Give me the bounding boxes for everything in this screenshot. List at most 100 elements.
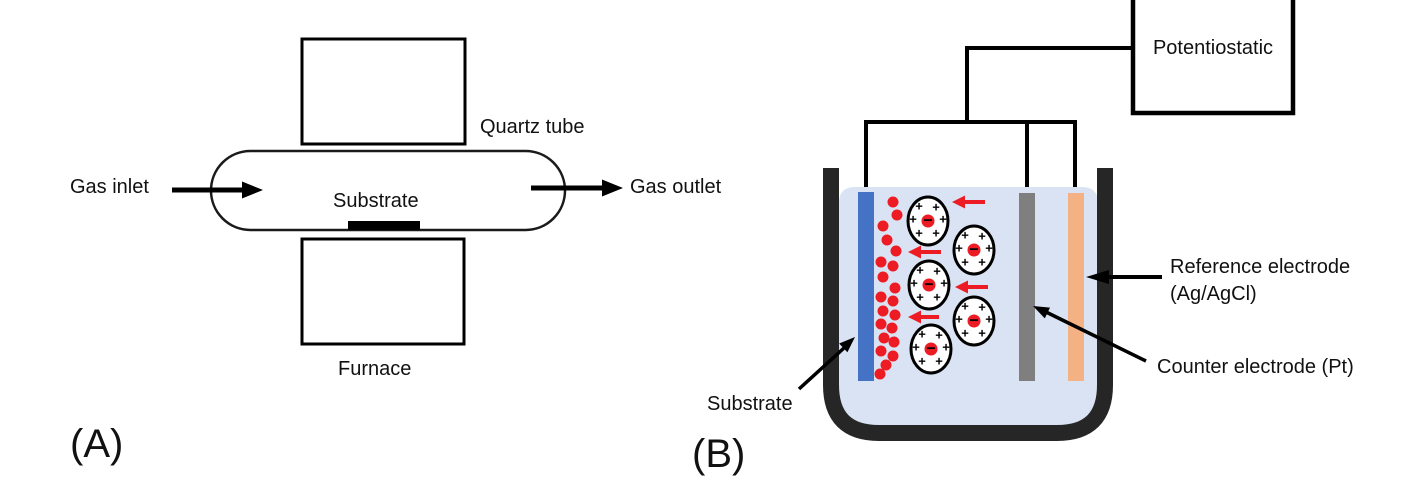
gas-inlet-label: Gas inlet [70,176,149,198]
deposit-particle [877,220,889,232]
plus-sign: + [910,276,918,291]
deposit-particle [887,350,899,362]
deposit-particle [880,359,892,371]
plus-sign: + [933,290,941,305]
plus-sign: + [961,326,969,341]
ion-migration-arrow [908,245,941,259]
deposit-particle [887,260,899,272]
arrow-head [952,195,965,209]
substrate-label-a: Substrate [333,190,419,212]
reference-electrode-label-line1: Reference electrode [1170,256,1351,278]
panel-a-label: (A) [70,422,124,466]
plus-sign: + [955,241,963,256]
minus-sign: − [969,313,978,330]
counter-electrode [1019,193,1035,381]
beaker [823,168,1113,441]
arrow-head [955,280,968,294]
plus-sign: + [916,290,924,305]
furnace-label: Furnace [338,358,412,380]
panel-b-label: (B) [692,432,746,476]
deposit-particle [881,234,893,246]
circuit-wires [864,46,1135,195]
plus-sign: + [985,312,993,327]
deposit-particle [889,309,901,321]
substrate-bar [348,221,420,230]
deposit-particle [875,291,887,303]
deposit-particle [877,305,889,317]
deposit-particle [891,209,903,221]
plus-sign: + [978,300,986,315]
deposit-particle [875,318,887,330]
ion-core [921,214,935,228]
plus-sign: + [939,212,947,227]
furnace-bottom-block [300,237,466,346]
plus-sign: + [932,226,940,241]
plus-sign: + [961,255,969,270]
ion-core [922,278,936,292]
minus-sign: − [924,277,933,294]
plus-sign: + [918,327,926,342]
deposit-particle [890,245,902,257]
potentiostat-label: Potentiostatic [1152,37,1274,59]
plus-sign: + [933,264,941,279]
ion-migration-arrow [952,195,985,209]
deposit-particle [887,295,899,307]
deposit-particle [874,368,886,380]
reference-electrode-label-line2: (Ag/AgCl) [1170,283,1257,305]
solvated-ion: ++++++− [952,224,996,276]
deposited-particles [874,196,903,380]
substrate-pointer [797,337,855,391]
deposit-particle [889,282,901,294]
plus-sign: + [935,354,943,369]
ion-migration-arrows [908,195,988,324]
solvated-ion: ++++++− [909,323,953,375]
deposit-particle [875,256,887,268]
gas-outlet-arrow [531,179,623,197]
plus-sign: + [955,312,963,327]
reference-electrode-pointer [1086,270,1162,284]
plus-sign: + [915,226,923,241]
minus-sign: − [969,242,978,259]
ion-core [924,342,938,356]
deposit-particle [875,345,887,357]
deposit-particle [886,322,898,334]
plus-sign: + [978,229,986,244]
reference-electrode [1068,193,1084,381]
gas-inlet-arrow [172,181,263,199]
solvated-ions: ++++++−++++++−++++++−++++++−++++++− [906,195,996,375]
deposit-particle [878,332,890,344]
plus-sign: + [912,340,920,355]
plus-sign: + [985,241,993,256]
arrow-head [908,245,921,259]
deposit-particle [887,196,899,208]
deposit-particle [877,271,889,283]
solvated-ion: ++++++− [907,259,951,311]
plus-sign: + [961,299,969,314]
furnace-top-block [300,37,467,146]
plus-sign: + [932,200,940,215]
plus-sign: + [935,328,943,343]
panel-b-cell-diagram: ++++++−++++++−++++++−++++++−++++++− [797,0,1296,441]
plus-sign: + [909,212,917,227]
potentiostat-box [1130,0,1296,116]
plus-sign: + [942,340,950,355]
plus-sign: + [940,276,948,291]
plus-sign: + [978,255,986,270]
plus-sign: + [915,199,923,214]
plus-sign: + [918,354,926,369]
ion-migration-arrow [955,280,988,294]
plus-sign: + [916,263,924,278]
solvated-ion: ++++++− [906,195,950,247]
deposit-particle [888,336,900,348]
minus-sign: − [926,341,935,358]
counter-electrode-label: Counter electrode (Pt) [1157,356,1354,378]
ion-core [967,243,981,257]
minus-sign: − [923,213,932,230]
solvated-ion: ++++++− [952,295,996,347]
plus-sign: + [978,326,986,341]
substrate-label-b: Substrate [707,393,793,415]
substrate-electrode [858,192,874,381]
ion-core [967,314,981,328]
